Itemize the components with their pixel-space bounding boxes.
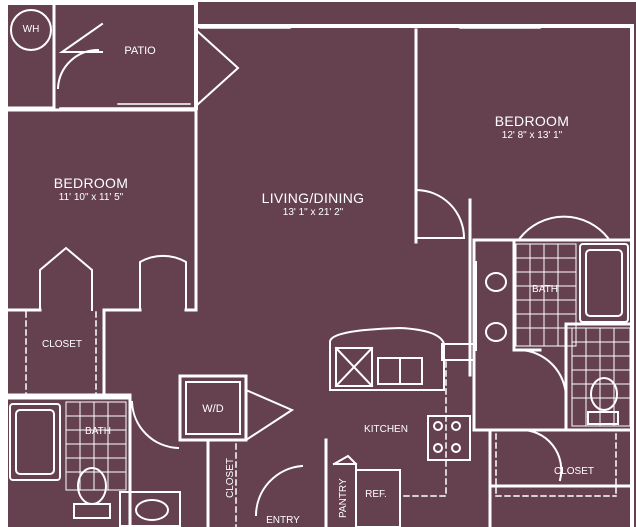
doors [39, 22, 610, 517]
label-wd: W/D [202, 403, 224, 415]
washer-dryer [185, 381, 241, 435]
label-closet-left: CLOSET [41, 339, 83, 350]
label-wh: WH [22, 24, 40, 35]
outer-walls [4, 1, 634, 527]
dims-bedroom-right: 12' 8" x 13' 1" [501, 130, 563, 141]
dims-bedroom-left: 11' 10" x 11' 5" [58, 192, 124, 203]
dashed-lines [25, 311, 617, 527]
label-patio: PATIO [124, 45, 156, 57]
dims-living-dining: 13' 1" x 21' 2" [282, 207, 344, 218]
label-kitchen: KITCHEN [364, 424, 408, 435]
label-bath-left: BATH [85, 426, 111, 437]
label-bedroom-left: BEDROOM [53, 175, 129, 191]
kitchen-counters [329, 326, 475, 527]
label-bedroom-right: BEDROOM [494, 113, 570, 129]
label-bath-right: BATH [532, 284, 558, 295]
tile-grid [65, 243, 631, 491]
interior-walls [4, 1, 634, 527]
fixtures [9, 9, 629, 527]
floor-area [4, 2, 636, 527]
patio-windows [59, 27, 541, 109]
label-closet-small: CLOSET [225, 457, 236, 498]
label-living-dining: LIVING/DINING [261, 190, 365, 206]
label-ref: REF. [365, 489, 387, 500]
label-pantry: PANTRY [338, 478, 349, 518]
label-entry: ENTRY [266, 515, 300, 526]
label-closet-right: CLOSET [553, 466, 595, 477]
